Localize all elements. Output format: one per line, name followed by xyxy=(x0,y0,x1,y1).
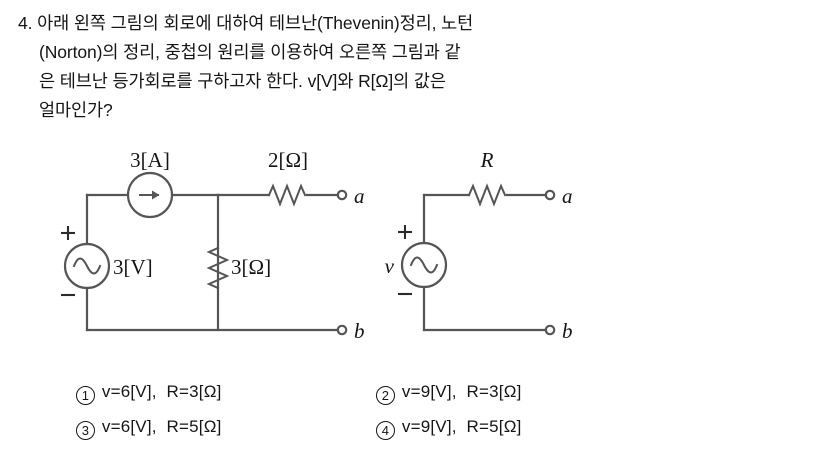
resistor-R-symbol xyxy=(467,183,507,207)
voltage-source-symbol xyxy=(63,242,111,290)
question-line-2: (Norton)의 정리, 중첩의 원리를 이용하여 오른쪽 그림과 같 xyxy=(39,42,461,62)
label-resistor-R: R xyxy=(480,148,494,172)
left-terminal-b-label: b xyxy=(354,319,365,343)
left-terminal-b-node xyxy=(336,324,348,336)
choice-2-marker: 2 xyxy=(375,386,395,405)
current-source-symbol xyxy=(126,171,174,219)
current-direction-arrow xyxy=(139,190,160,200)
right-terminal-b-node xyxy=(544,324,556,336)
label-resistor-2ohm: 2[Ω] xyxy=(268,148,308,172)
answer-choice-1[interactable]: 1 v=6[V], R=3[Ω] xyxy=(57,362,222,425)
left-terminal-a-node xyxy=(336,189,348,201)
right-source-plus-sign xyxy=(398,225,412,239)
left-circuit-wires xyxy=(85,193,340,332)
label-equivalent-voltage-v: v xyxy=(385,254,395,278)
circuit-diagram-svg: 3[A] 2[Ω] 3[V] 3[Ω] R v a b a b xyxy=(61,148,573,343)
question-line-3: 은 테브난 등가회로를 구하고자 한다. v[V]와 R[Ω]의 값은 xyxy=(39,71,446,91)
choice-4-text: v=9[V], R=5[Ω] xyxy=(401,417,522,436)
resistor-3ohm-symbol xyxy=(206,246,230,290)
ac-sine-glyph xyxy=(72,257,102,275)
answer-choice-3[interactable]: 3 v=6[V], R=5[Ω] xyxy=(57,397,222,460)
right-terminal-a-node xyxy=(544,189,556,201)
right-terminal-b-label: b xyxy=(562,319,573,343)
left-terminal-a-label: a xyxy=(354,184,365,208)
question-line-1: 4. 아래 왼쪽 그림의 회로에 대하여 테브난(Thevenin)정리, 노턴 xyxy=(18,13,474,33)
label-resistor-3ohm: 3[Ω] xyxy=(231,255,271,279)
equivalent-voltage-source-symbol xyxy=(400,241,448,289)
label-voltage-source: 3[V] xyxy=(113,255,153,279)
resistor-2ohm-symbol xyxy=(267,183,307,207)
right-terminal-a-label: a xyxy=(562,184,573,208)
choice-3-text: v=6[V], R=5[Ω] xyxy=(101,417,222,436)
left-source-plus-sign xyxy=(61,226,75,240)
answer-choices: 1 v=6[V], R=3[Ω] 2 v=9[V], R=3[Ω] 3 v=6[V],… xyxy=(0,362,826,442)
answer-choice-2[interactable]: 2 v=9[V], R=3[Ω] xyxy=(357,362,522,425)
choice-3-marker: 3 xyxy=(75,421,95,440)
answer-choice-4[interactable]: 4 v=9[V], R=5[Ω] xyxy=(357,397,522,460)
right-circuit-wires xyxy=(422,193,548,332)
choice-4-marker: 4 xyxy=(375,421,395,440)
choice-1-text: v=6[V], R=3[Ω] xyxy=(101,382,222,401)
label-current-source: 3[A] xyxy=(130,148,170,172)
ac-sine-glyph-right xyxy=(409,256,439,274)
question-text-block: 4. 아래 왼쪽 그림의 회로에 대하여 테브난(Thevenin)정리, 노턴… xyxy=(18,9,474,125)
choice-1-marker: 1 xyxy=(75,386,95,405)
choice-2-text: v=9[V], R=3[Ω] xyxy=(401,382,522,401)
circuit-figure: 3[A] 2[Ω] 3[V] 3[Ω] R v a b a b xyxy=(0,130,826,365)
polarity-marks xyxy=(61,225,412,297)
question-line-4: 얼마인가? xyxy=(39,100,113,120)
